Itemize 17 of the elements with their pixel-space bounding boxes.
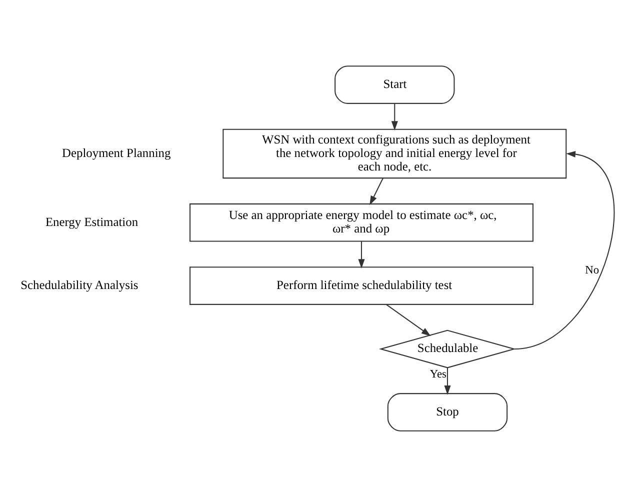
edge-label: Yes: [430, 368, 446, 380]
node-box: Use an appropriate energy model to estimate ωc*, ωc, ωr* and ωp: [190, 203, 534, 242]
label: Deployment Planning: [62, 146, 171, 160]
edge-label: No: [585, 264, 600, 277]
node-box: Perform lifetime schedulability test: [190, 266, 534, 305]
node-diamond: Schedulable: [378, 330, 516, 368]
arrow: [444, 368, 451, 395]
arrow: [391, 104, 398, 130]
node-box: Start: [334, 66, 455, 104]
label: Schedulability Analysis: [20, 278, 138, 292]
label: Energy Estimation: [45, 214, 138, 229]
arrow: [386, 304, 431, 336]
node-box: Stop: [387, 393, 508, 432]
arrow: [370, 178, 384, 206]
arrow: [514, 150, 615, 350]
node-box: WSN with context configurations such as deployment the network topology and initial energy level for each node, etc.: [222, 128, 567, 179]
arrow: [358, 241, 365, 268]
